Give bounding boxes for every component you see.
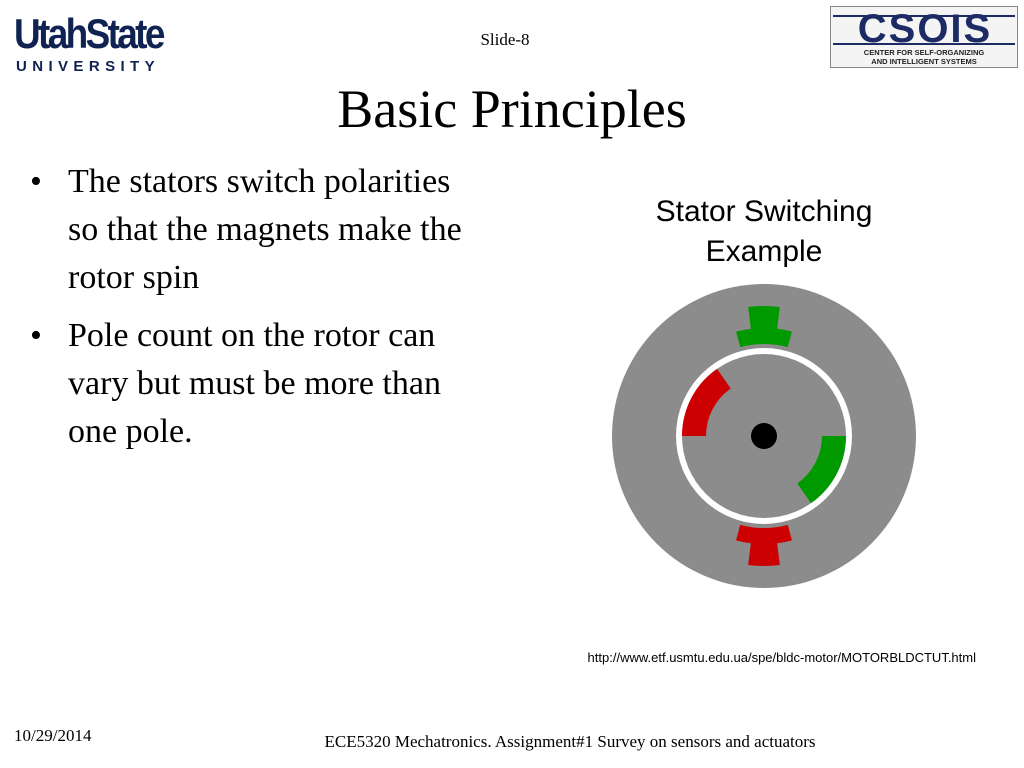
footer-course-title: ECE5320 Mechatronics. Assignment#1 Surve… <box>324 732 816 751</box>
bullet-item: • The stators switch polarities so that … <box>30 158 470 302</box>
figure-caption: Stator Switching Example <box>600 192 928 272</box>
bldc-motor-diagram <box>612 284 916 588</box>
stator-tooth <box>810 333 867 390</box>
rotor-shaft <box>751 423 777 449</box>
usu-subtitle: UNIVERSITY <box>16 58 161 75</box>
bullet-text: The stators switch polarities so that th… <box>68 163 462 296</box>
bullet-marker: • <box>30 317 42 354</box>
csois-stripes <box>833 15 1015 45</box>
figure-caption-line1: Stator Switching <box>655 195 873 228</box>
slide-title: Basic Principles <box>337 79 687 139</box>
bullet-list: • The stators switch polarities so that … <box>30 158 470 466</box>
stator-tooth <box>736 524 792 566</box>
stator-tooth <box>852 408 894 464</box>
csois-subtitle-line1: CENTER FOR SELF-ORGANIZING <box>863 48 985 57</box>
rotor-magnet-north <box>682 368 731 436</box>
rotor-magnet-south <box>797 436 846 504</box>
source-url: http://www.etf.usmtu.edu.ua/spe/bldc-mot… <box>587 650 976 665</box>
stator-tooth <box>661 482 718 539</box>
csois-subtitle-line2: AND INTELLIGENT SYSTEMS <box>871 57 977 66</box>
bullet-item: • Pole count on the rotor can vary but m… <box>30 312 470 456</box>
slide-number: Slide-8 <box>480 30 530 49</box>
footer-date: 10/29/2014 <box>14 726 92 745</box>
bullet-marker: • <box>30 163 42 200</box>
usu-logo: UtahState UNIVERSITY <box>14 10 200 76</box>
stator-tooth <box>661 333 718 390</box>
bullet-text: Pole count on the rotor can vary but mus… <box>68 317 441 450</box>
usu-wordmark: UtahState <box>14 10 165 57</box>
csois-logo: CSOIS CENTER FOR SELF-ORGANIZING AND INT… <box>830 6 1018 68</box>
stator-tooth <box>810 482 867 539</box>
figure-caption-line2: Example <box>705 235 823 268</box>
stator-teeth <box>634 306 894 566</box>
stator-tooth <box>736 306 792 348</box>
csois-wordmark: CSOIS <box>857 7 993 51</box>
stator-tooth <box>634 408 676 464</box>
